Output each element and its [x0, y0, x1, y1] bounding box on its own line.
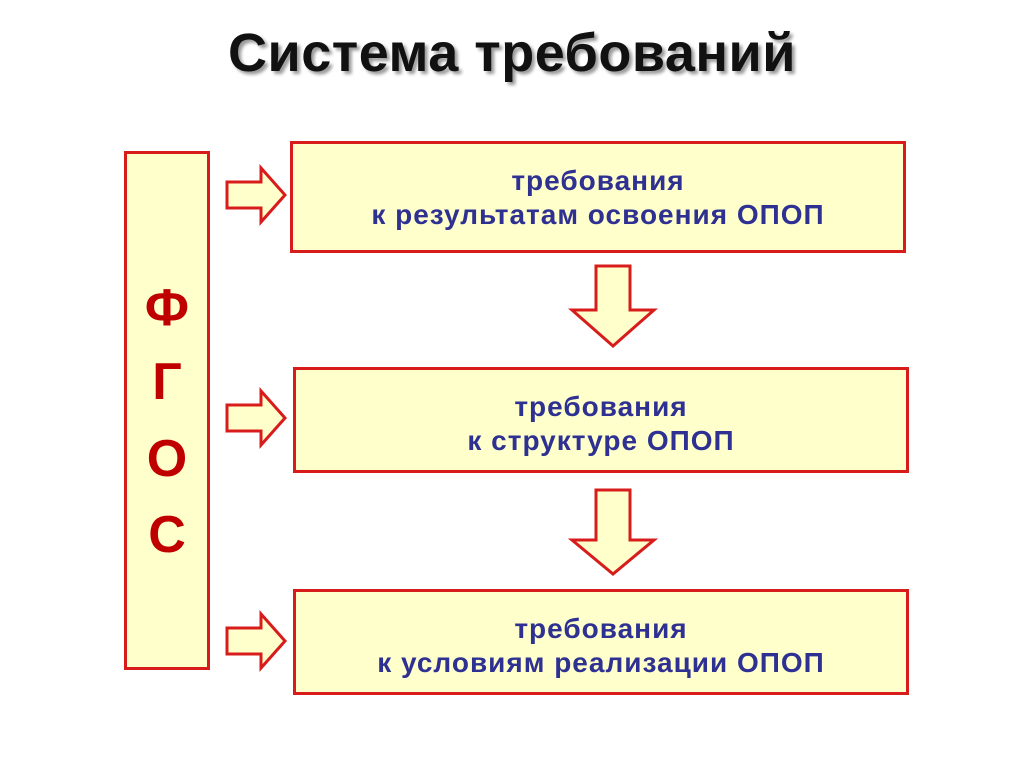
- fgos-letter-s: С: [148, 506, 186, 564]
- fgos-letter-g: Г: [152, 353, 182, 411]
- slide-title: Система требований: [228, 23, 796, 83]
- box-line-2: к условиям реализации ОПОП: [377, 647, 825, 678]
- fgos-letter-f: Ф: [144, 279, 190, 337]
- requirements-structure-box: требования к структуре ОПОП: [293, 367, 909, 473]
- requirements-results-box: требования к результатам освоения ОПОП: [290, 141, 906, 253]
- fgos-letter-o: О: [146, 430, 188, 488]
- box-line-1: требования: [511, 165, 685, 196]
- box-line-1: требования: [514, 391, 688, 422]
- right-arrow-icon: [225, 164, 288, 226]
- right-arrow-icon: [225, 610, 288, 672]
- box-line-2: к структуре ОПОП: [467, 425, 735, 456]
- down-arrow-icon: [567, 488, 659, 576]
- down-arrow-icon: [568, 264, 658, 348]
- requirements-conditions-box: требования к условиям реализации ОПОП: [293, 589, 909, 695]
- box-line-2: к результатам освоения ОПОП: [371, 199, 825, 230]
- right-arrow-icon: [225, 387, 288, 449]
- box-line-1: требования: [514, 613, 688, 644]
- fgos-vertical-box: Ф Г О С: [124, 151, 210, 670]
